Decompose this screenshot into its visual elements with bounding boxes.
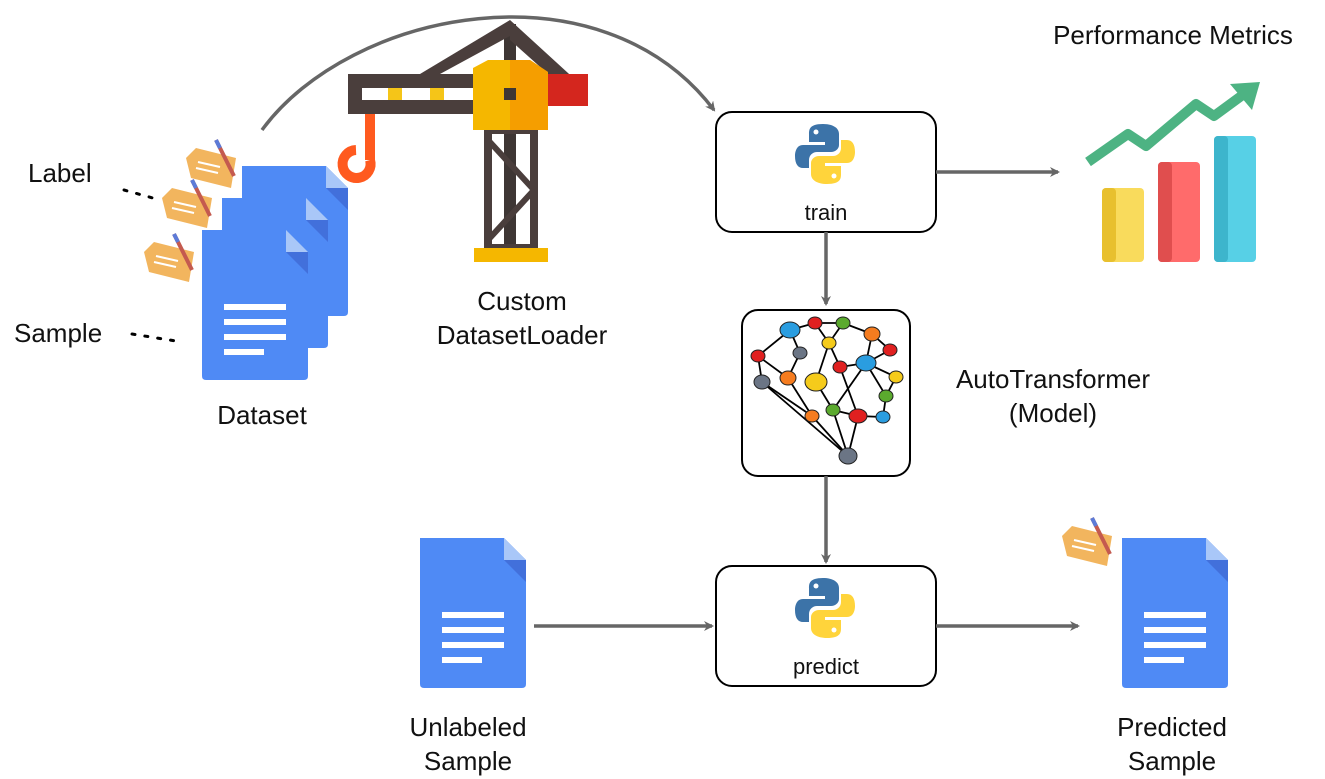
dataset-documents-icon: [202, 166, 348, 380]
bar-chart-icon: [1085, 82, 1260, 262]
metrics-text: Performance Metrics: [1053, 20, 1293, 50]
network-nodes: [750, 316, 904, 465]
unlabeled-document-icon: [420, 538, 526, 688]
sample-pointer: [130, 332, 184, 344]
predicted-tag-icon: [1060, 516, 1114, 568]
model-text-line1: AutoTransformer: [955, 364, 1151, 394]
loader-text-line2: DatasetLoader: [436, 320, 608, 350]
model-text-line2: (Model): [1008, 398, 1098, 428]
predicted-text-line2: Sample: [1127, 746, 1217, 776]
loader-text-line1: Custom: [477, 286, 567, 316]
label-text: Label: [28, 158, 92, 188]
unlabeled-text-line2: Sample: [423, 746, 513, 776]
predicted-text-line1: Predicted: [1117, 712, 1227, 742]
predicted-document-icon: [1122, 538, 1228, 688]
dataset-to-train-arrow: [260, 15, 716, 132]
train-label: train: [804, 200, 848, 225]
crane-icon: [337, 20, 588, 262]
label-pointer: [122, 188, 162, 202]
predict-label: predict: [792, 654, 860, 679]
dataset-text: Dataset: [217, 400, 307, 430]
sample-text: Sample: [14, 318, 103, 348]
unlabeled-text-line1: Unlabeled: [409, 712, 527, 742]
